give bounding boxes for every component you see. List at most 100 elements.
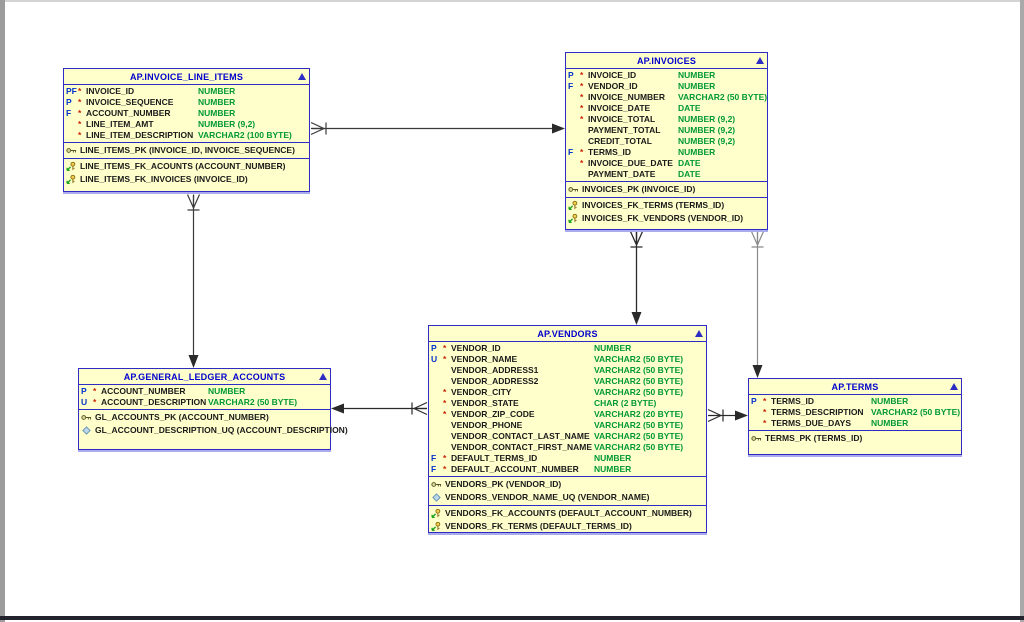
key-flag: P [568,70,574,80]
key-label: LINE_ITEMS_FK_ACOUNTS (ACCOUNT_NUMBER) [80,161,286,171]
key-row[interactable]: INVOICES_PK (INVOICE_ID) [566,183,767,196]
collapse-triangle-icon[interactable] [319,373,327,380]
key-flag: F [568,147,574,157]
key-row[interactable]: VENDORS_PK (VENDOR_ID) [429,478,706,491]
key-row[interactable]: LINE_ITEMS_FK_INVOICES (INVOICE_ID) [64,173,309,186]
column-type: NUMBER (9,2) [198,119,256,129]
pk-icon [431,479,442,490]
notnull-asterisk: * [443,398,447,408]
relationship-invoices-vendors[interactable] [629,231,644,326]
collapse-triangle-icon[interactable] [298,73,306,80]
collapse-triangle-icon[interactable] [950,383,958,390]
key-row[interactable]: GL_ACCOUNT_DESCRIPTION_UQ (ACCOUNT_DESCR… [79,424,348,437]
column-type: VARCHAR2 (50 BYTE) [594,354,684,364]
key-flag: P [81,386,87,396]
entity-header[interactable]: AP.GENERAL_LEDGER_ACCOUNTS [79,369,330,385]
keys-compartment: LINE_ITEMS_PK (INVOICE_ID, INVOICE_SEQUE… [64,143,309,158]
notnull-asterisk: * [78,108,82,118]
key-label: GL_ACCOUNTS_PK (ACCOUNT_NUMBER) [95,412,269,422]
key-row[interactable]: GL_ACCOUNTS_PK (ACCOUNT_NUMBER) [79,411,330,424]
keys-compartment: TERMS_PK (TERMS_ID) [749,431,961,454]
column-name: ACCOUNT_NUMBER [101,386,186,396]
column-type: VARCHAR2 (50 BYTE) [594,420,684,430]
column-name: ACCOUNT_DESCRIPTION [101,397,207,407]
relationship-invoices-terms[interactable] [750,231,765,379]
column-name: INVOICE_ID [86,86,135,96]
key-label: VENDORS_VENDOR_NAME_UQ (VENDOR_NAME) [445,492,650,502]
column-type: VARCHAR2 (50 BYTE) [594,442,684,452]
key-label: VENDORS_PK (VENDOR_ID) [445,479,562,489]
key-row[interactable]: VENDORS_VENDOR_NAME_UQ (VENDOR_NAME) [429,491,706,504]
key-label: INVOICES_FK_TERMS (TERMS_ID) [582,200,725,210]
column-name: DEFAULT_ACCOUNT_NUMBER [451,464,579,474]
key-flag: F [431,464,437,474]
entity-header[interactable]: AP.INVOICE_LINE_ITEMS [64,69,309,85]
key-row[interactable]: VENDORS_FK_TERMS (DEFAULT_TERMS_ID) [429,520,706,533]
key-row[interactable]: INVOICES_FK_VENDORS (VENDOR_ID) [566,212,767,225]
entity-general-ledger-accounts[interactable]: AP.GENERAL_LEDGER_ACCOUNTS P*ACCOUNT_NUM… [78,368,348,450]
key-label: LINE_ITEMS_PK (INVOICE_ID, INVOICE_SEQUE… [80,145,295,155]
column-name: INVOICE_DUE_DATE [588,158,673,168]
key-row[interactable]: LINE_ITEMS_PK (INVOICE_ID, INVOICE_SEQUE… [64,144,309,157]
entity-title: AP.TERMS [831,381,879,392]
fk-icon [431,521,442,532]
entity-header[interactable]: AP.VENDORS [429,326,706,342]
notnull-asterisk: * [580,70,584,80]
key-row[interactable]: INVOICES_FK_TERMS (TERMS_ID) [566,199,767,212]
column-name: PAYMENT_TOTAL [588,125,661,135]
entity-header[interactable]: AP.INVOICES [566,53,767,69]
notnull-asterisk: * [78,86,82,96]
relationship-vendors-terms[interactable] [707,408,748,423]
key-row[interactable]: VENDORS_FK_ACCOUNTS (DEFAULT_ACCOUNT_NUM… [429,507,706,520]
notnull-asterisk: * [580,158,584,168]
collapse-triangle-icon[interactable] [695,330,703,337]
key-row[interactable]: LINE_ITEMS_FK_ACOUNTS (ACCOUNT_NUMBER) [64,160,309,173]
collapse-triangle-icon[interactable] [756,57,764,64]
key-row[interactable]: TERMS_PK (TERMS_ID) [749,432,961,445]
fk-compartment: LINE_ITEMS_FK_ACOUNTS (ACCOUNT_NUMBER) LI… [64,158,309,191]
relationship-vendors-gl-accounts[interactable] [331,401,428,416]
relationship-line-items-invoices[interactable] [310,121,565,136]
entity-header[interactable]: AP.TERMS [749,379,961,395]
relationship-line-items-gl-accounts[interactable] [186,194,201,369]
entity-title: AP.INVOICE_LINE_ITEMS [129,71,244,82]
